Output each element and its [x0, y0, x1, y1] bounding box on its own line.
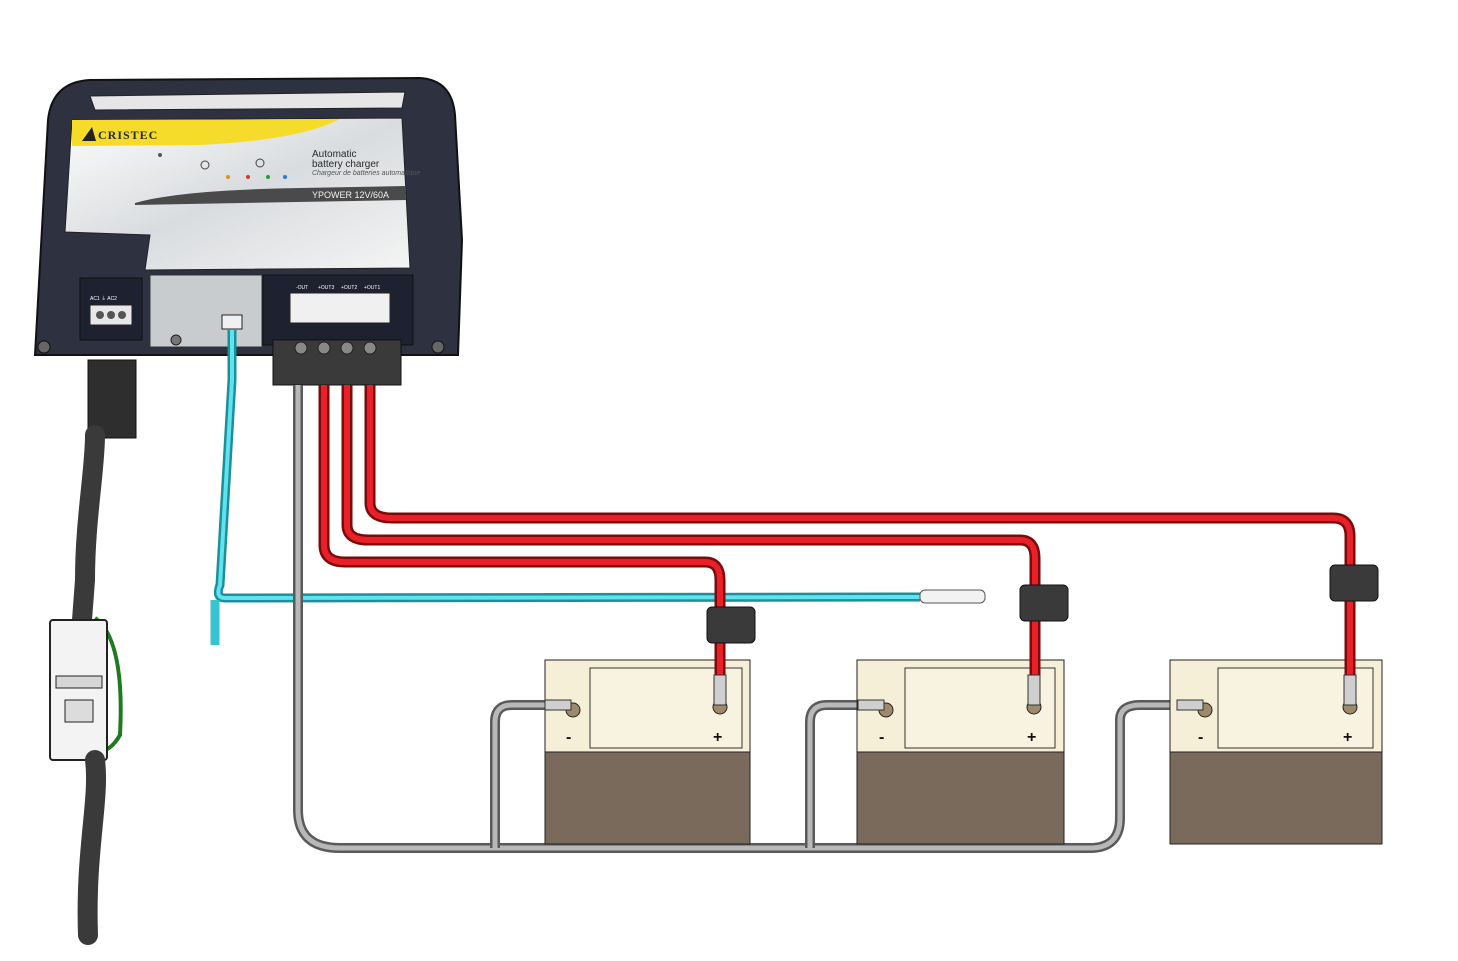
- ground-screw: [170, 334, 182, 346]
- svg-text:+OUT2: +OUT2: [341, 285, 357, 291]
- charger-base: [149, 274, 263, 348]
- breaker-toggle: [64, 699, 94, 723]
- svg-text:+OUT1: +OUT1: [364, 285, 380, 291]
- mains-supply: [49, 359, 137, 945]
- positive-terminal-label: +: [1343, 729, 1352, 746]
- fuse-holder-battery-1: [706, 606, 756, 644]
- svg-text:-OUT: -OUT: [296, 285, 308, 291]
- positive-terminal-label: +: [713, 729, 722, 746]
- battery-body: [1169, 751, 1383, 845]
- output-plug-screws: [294, 341, 377, 355]
- output-labels: -OUT +OUT3 +OUT2 +OUT1: [296, 285, 380, 291]
- temp-sensor-socket: [221, 314, 243, 330]
- output-terminal-block: [289, 292, 391, 324]
- charger-subtitle: Chargeur de batteries automatique: [312, 170, 420, 177]
- charger-title-line1: Automatic: [312, 149, 356, 160]
- svg-text:+OUT3: +OUT3: [318, 285, 334, 291]
- fuse-holder-battery-3: [1329, 564, 1379, 602]
- output-plug: [272, 339, 402, 386]
- mains-plug: [87, 359, 137, 439]
- status-leds: [158, 153, 287, 179]
- mounting-hole-right: [431, 340, 445, 354]
- mains-cable-upper: [72, 425, 105, 630]
- charger-title-line2: battery charger: [312, 159, 380, 170]
- cristec-logo-icon: [82, 127, 96, 141]
- temperature-probe: [919, 589, 986, 604]
- negative-terminal-label: -: [566, 729, 571, 746]
- ac-input-label: AC1 ⏚ AC2: [90, 295, 117, 302]
- negative-cable: [293, 385, 1195, 853]
- negative-terminal-label: -: [879, 729, 884, 746]
- mains-cable-lower: [77, 750, 107, 945]
- battery-body: [544, 751, 751, 845]
- mounting-hole-left: [37, 340, 51, 354]
- negative-terminal-label: -: [1198, 729, 1203, 746]
- model-name: YPOWER 12V/60A: [312, 190, 389, 200]
- battery-body: [856, 751, 1065, 845]
- cable-lugs: [544, 674, 1357, 711]
- brand-stripe: [72, 119, 340, 146]
- circuit-breaker: [49, 619, 108, 761]
- battery-charger: CRISTEC Automatic battery charger Charge…: [33, 76, 464, 386]
- charger-top-rim: [89, 91, 406, 111]
- fuse-holder-battery-2: [1019, 584, 1069, 622]
- positive-cables: [318, 385, 1356, 700]
- brand-name: CRISTEC: [98, 128, 158, 142]
- positive-terminal-label: +: [1027, 729, 1036, 746]
- model-band: [135, 186, 406, 205]
